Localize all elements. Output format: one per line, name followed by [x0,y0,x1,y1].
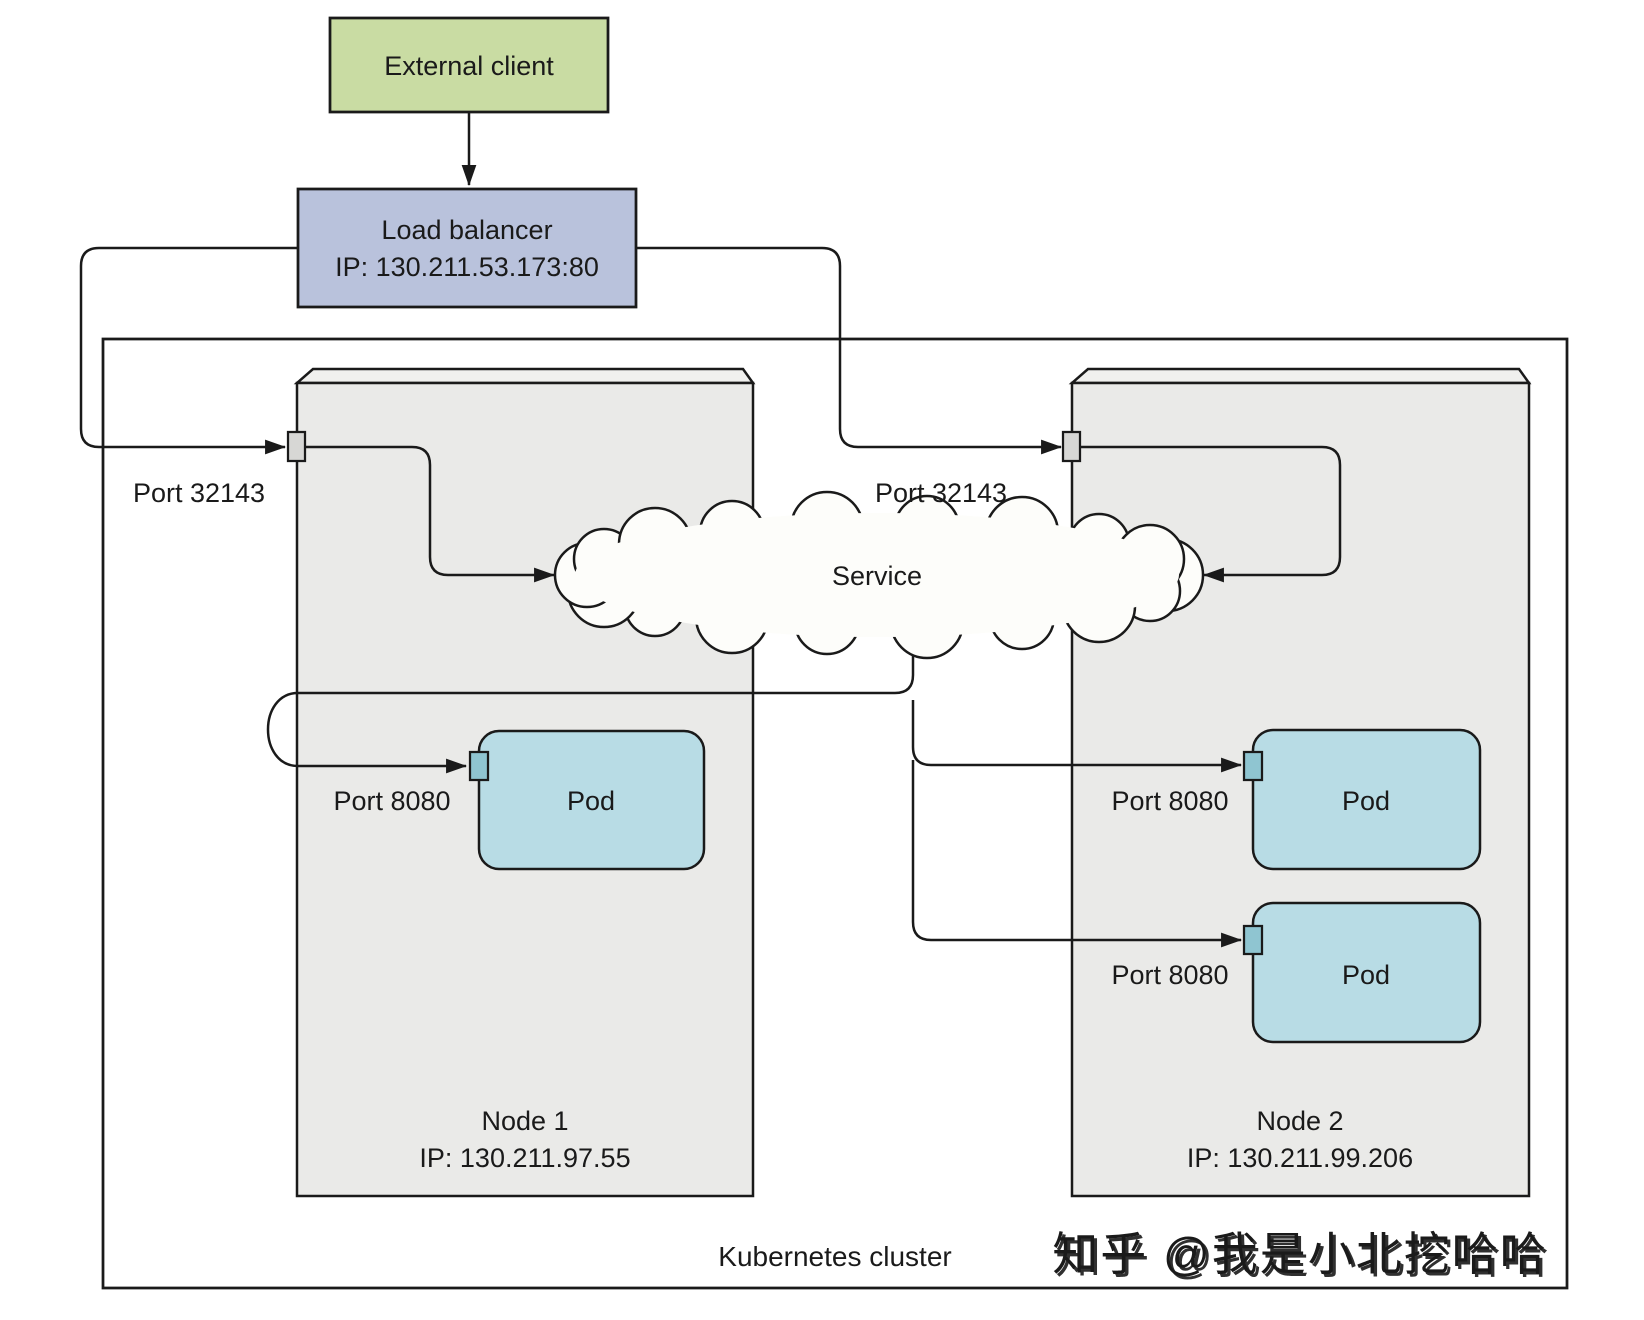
node-2-ip: IP: 130.211.99.206 [1187,1143,1413,1173]
load-balancer-ip: IP: 130.211.53.173:80 [335,252,599,282]
watermark-text: 知乎 @我是小北挖哈哈 [1052,1228,1547,1280]
node-2-nodeport-label: Port 32143 [875,478,1007,508]
node-2-pod-2-port [1242,924,1264,956]
watermark: 知乎 @我是小北挖哈哈 知乎 @我是小北挖哈哈 [1052,1228,1550,1283]
node-1-nodeport-label: Port 32143 [133,478,265,508]
external-client-label: External client [384,51,554,81]
watermark-shadow: 知乎 @我是小北挖哈哈 [1055,1231,1550,1283]
arrow-node2-port-to-service [1080,445,1342,583]
node-2-pod-2-label: Pod [1342,960,1390,990]
node-2-pod-2-box [1251,901,1482,1044]
service-label: Service [832,561,922,591]
node-1-pod-port-label: Port 8080 [333,786,450,816]
node-1-ip: IP: 130.211.97.55 [419,1143,630,1173]
node-2-nodeport [1061,430,1082,463]
arrow-service-to-node2-pod1 [911,700,1243,773]
arrow-loadbalancer-to-node2-port [636,246,1063,455]
kubernetes-cluster-label: Kubernetes cluster [718,1241,951,1272]
node-2-name: Node 2 [1256,1106,1343,1136]
node-1-name: Node 1 [481,1106,568,1136]
arrow-service-to-node1-pod [266,648,915,774]
arrow-loadbalancer-to-node1-port [79,246,298,455]
service-cloud [553,490,1205,660]
node-2-pod-1-label: Pod [1342,786,1390,816]
node-1-pod-box [477,729,706,871]
node-1-pod-port [468,750,490,782]
node-2-pod-1-box [1251,728,1482,871]
node-1-top-face [293,367,756,385]
load-balancer-label: Load balancer [381,215,552,245]
node-1-nodeport [286,430,307,463]
node-2-pod-1-port-label: Port 8080 [1111,786,1228,816]
node-2-pod-2-port-label: Port 8080 [1111,960,1228,990]
arrow-service-to-node2-pod2 [911,760,1243,948]
external-client-box [328,16,610,114]
node-2-top-face [1068,367,1532,385]
node-2-pod-1-port [1242,750,1264,782]
load-balancer-box [296,187,638,309]
arrow-node1-port-to-service [305,445,556,583]
node-1-pod-label: Pod [567,786,615,816]
